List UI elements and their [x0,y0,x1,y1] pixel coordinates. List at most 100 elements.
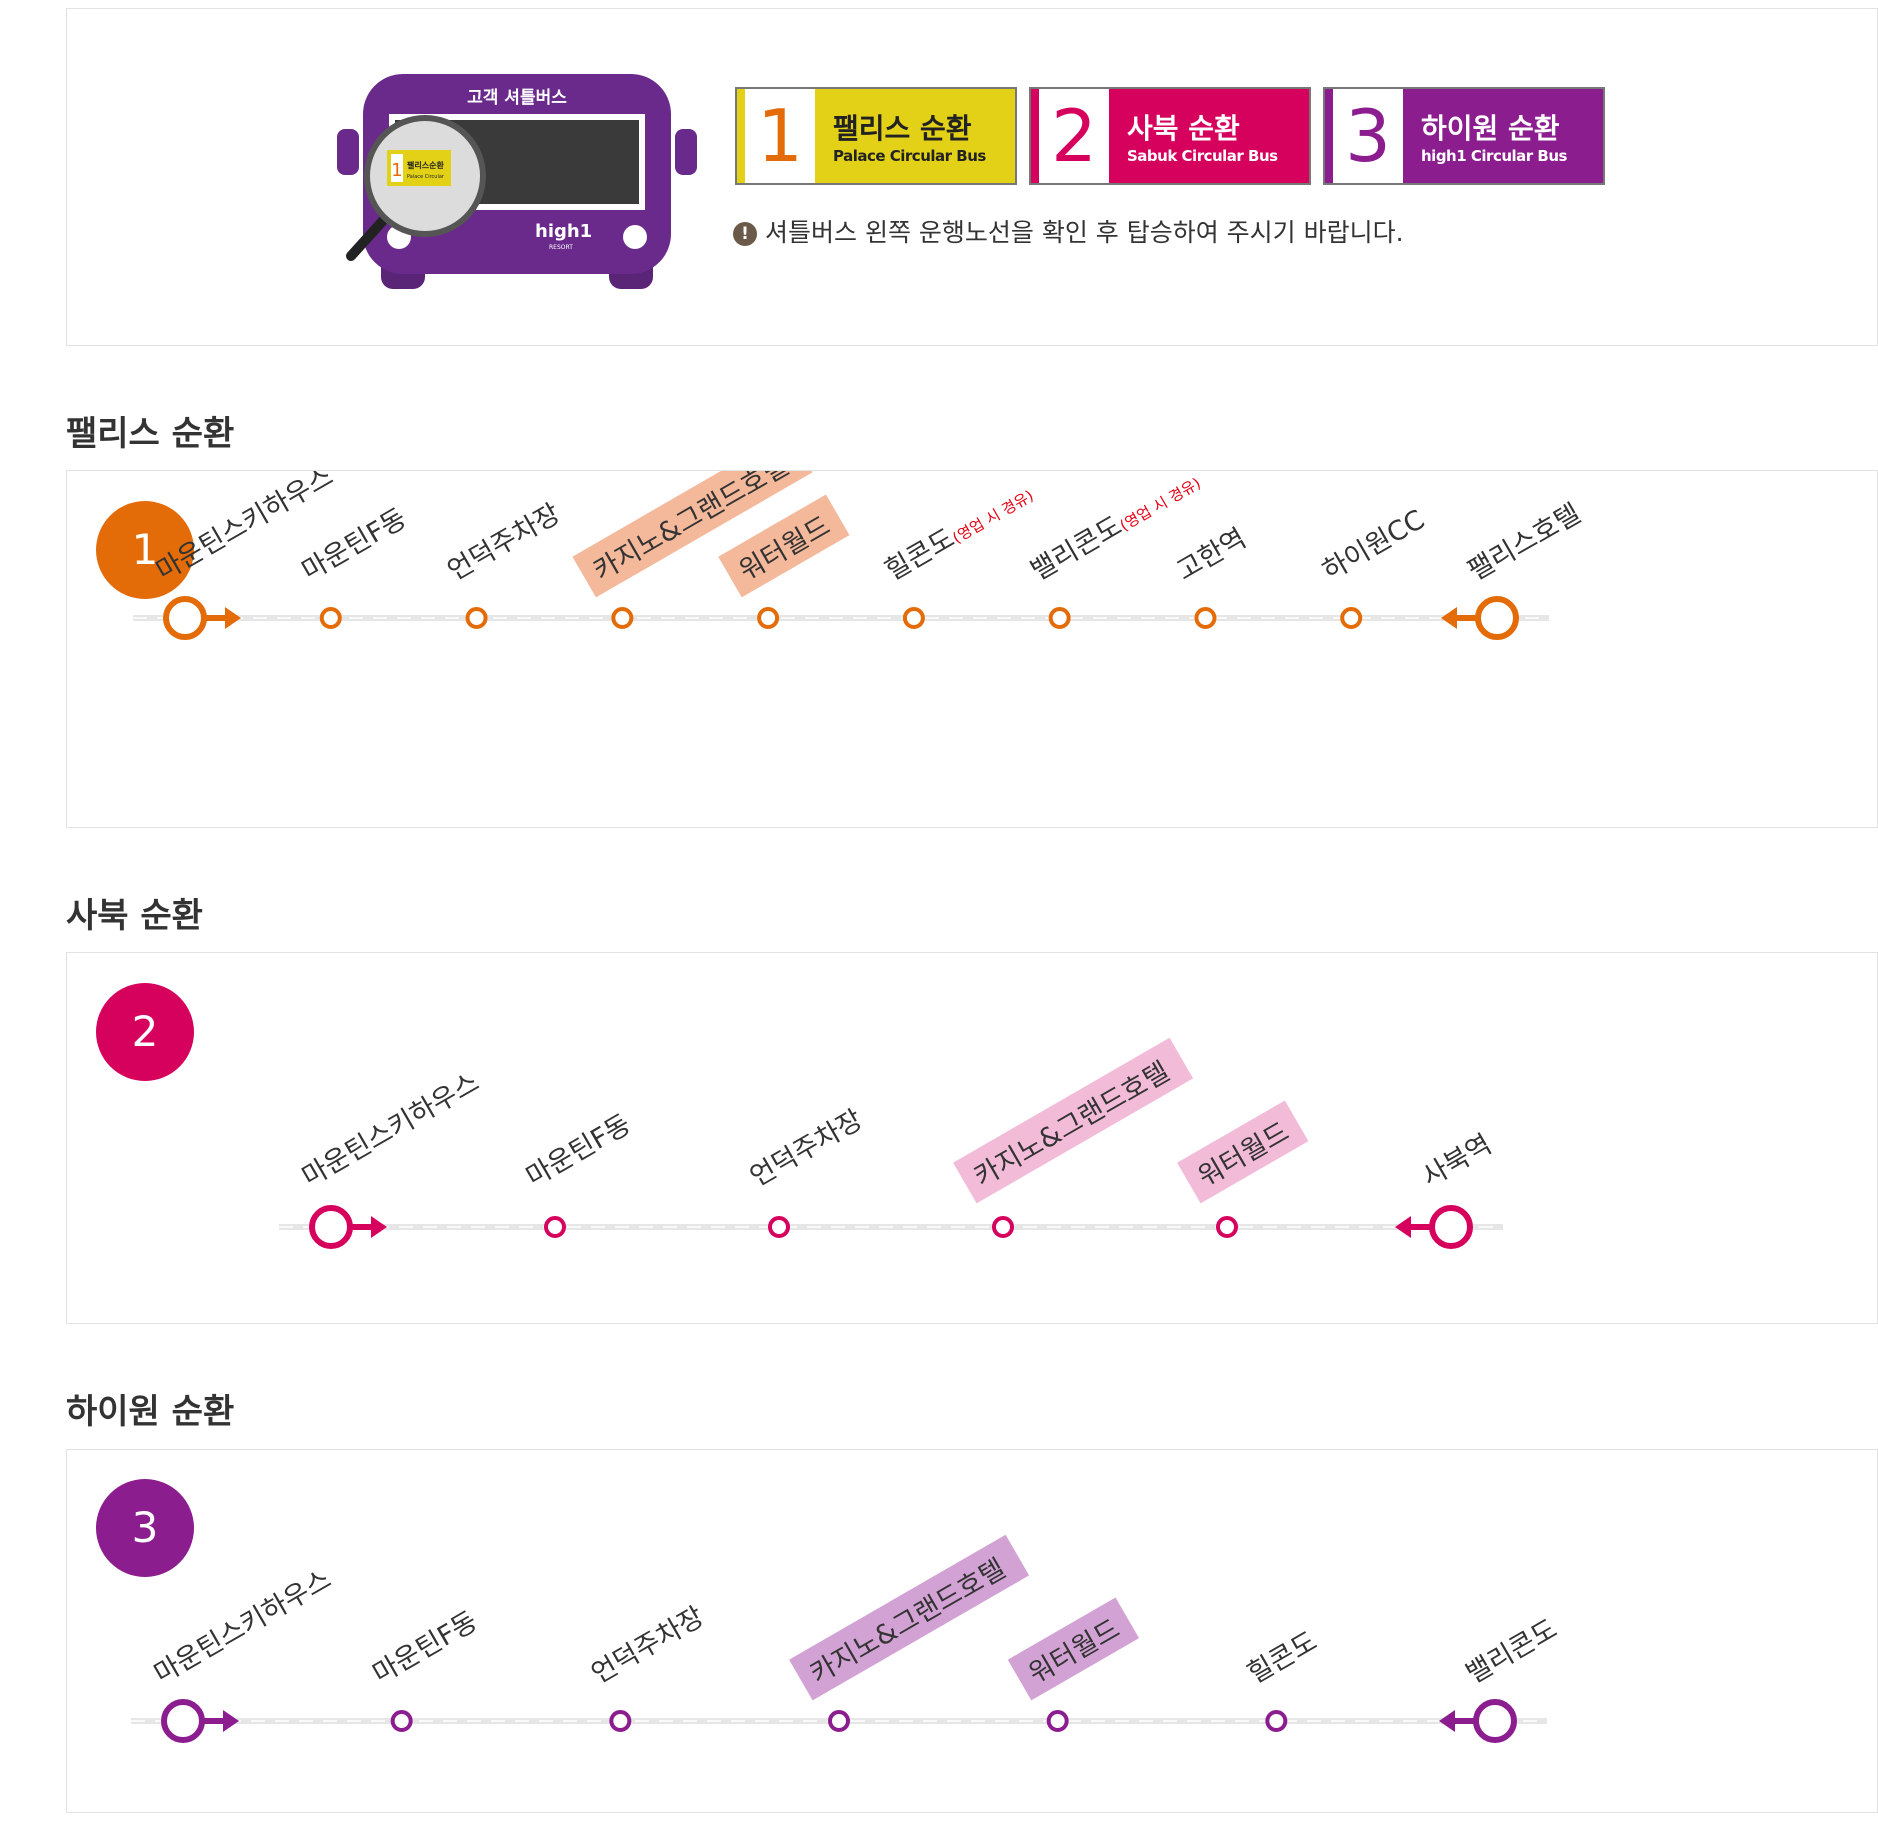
stop-name: 팰리스호텔 [1463,498,1586,587]
stop-highlight [953,1037,1194,1204]
legend-palace-circular: 1 팰리스 순환 Palace Circular Bus [735,87,1017,185]
direction-arrow-icon [1439,1710,1455,1732]
stop-name: 사북역 [1417,1129,1497,1193]
stop-label-group: 워터월드 [1177,1100,1309,1204]
stop-label-group: 팰리스호텔 [1463,498,1586,587]
stop-marker [1265,1710,1288,1732]
stop-marker [544,1216,566,1238]
stop-2: 마운틴F동 [297,503,412,629]
legend-title-en: Sabuk Circular Bus [1127,147,1278,165]
origin-stop-marker [163,596,207,640]
section-title-palace: 팰리스 순환 [66,414,235,454]
stop-marker [319,607,342,629]
stop-label-group: 힐콘도(영업 시 경유) [880,478,1038,587]
legend-high1-circular: 3 하이원 순환 high1 Circular Bus [1323,87,1605,185]
legend-number: 1 [745,89,815,183]
origin-stop-marker [161,1699,205,1743]
stop-note: (영업 시 경유) [1117,474,1204,535]
terminal-stop-marker [1429,1205,1473,1249]
stop-label-group: 마운틴F동 [297,503,412,587]
stop-5: 워터월드 [1177,1100,1309,1238]
direction-arrow-icon [223,1710,239,1732]
stop-9: 하이원CC [1317,504,1430,629]
direction-arrow-icon [225,607,241,629]
stop-marker [1216,1216,1238,1238]
stop-label-group: 워터월드 [1007,1597,1140,1701]
legend-title-en: high1 Circular Bus [1421,147,1567,165]
bus-brand: high1 [535,221,592,242]
stop-marker [611,607,634,629]
stop-label-group: 언덕주차장 [586,1601,709,1690]
bus-plate-text: 팰리스순환 [407,160,444,170]
stop-label-group: 마운틴스키하우스 [149,1564,337,1690]
stop-3: 언덕주차장 [586,1601,709,1732]
stop-label-group: 언덕주차장 [745,1104,868,1193]
legend-number: 3 [1333,89,1403,183]
route-number-badge: 1 [96,501,194,599]
stop-1: 마운틴스키하우스 [149,1564,337,1743]
shuttle-overview-panel: 고객 셔틀버스 high1 RESORT 1 팰리스순환 Palace Circ… [66,8,1878,346]
bus-plate-sub: Palace Circular [407,174,445,180]
stop-marker [1340,607,1363,629]
stop-name: 카지노&그랜드호텔 [969,1056,1175,1193]
direction-arrow-icon [1441,607,1457,629]
stop-marker [757,607,780,629]
stop-name: 마운틴F동 [297,503,412,587]
stop-label-group: 고한역 [1171,523,1251,587]
legend-sabuk-circular: 2 사북 순환 Sabuk Circular Bus [1029,87,1311,185]
section-title-sabuk: 사북 순환 [66,896,203,936]
stop-label-group: 밸리콘도 [1461,1614,1563,1691]
bus-brand-sub: RESORT [549,244,573,251]
stop-highlight [718,494,850,598]
stop-label-group: 사북역 [1417,1129,1497,1193]
stop-name: 마운틴스키하우스 [149,1564,337,1690]
stop-name: 카지노&그랜드호텔 [805,1553,1011,1690]
stop-label-group: 하이원CC [1317,504,1430,587]
stop-marker [992,1216,1014,1238]
stop-marker [828,1710,850,1732]
stop-name: 마운틴F동 [521,1109,636,1193]
stop-3: 언덕주차장 [745,1104,868,1238]
bus-sign-text: 고객 셔틀버스 [467,88,567,108]
legend-title-ko: 하이원 순환 [1421,112,1560,145]
stop-2: 마운틴F동 [368,1606,483,1732]
svg-text:1: 1 [391,160,402,181]
stop-name: 힐콘도(영업 시 경유) [880,478,1038,587]
stop-marker [465,607,488,629]
stop-5: 워터월드 [1007,1597,1140,1732]
route-number-badge: 2 [96,983,194,1081]
stop-marker [902,607,925,629]
stop-1: 마운틴스키하우스 [297,1067,485,1249]
direction-arrow-icon [1395,1216,1411,1238]
notice-text: 셔틀버스 왼쪽 운행노선을 확인 후 탑승하여 주시기 바랍니다. [765,218,1404,247]
terminal-stop-marker [1475,596,1519,640]
stop-6: 힐콘도 [1242,1626,1322,1732]
stop-label-group: 힐콘도 [1242,1626,1322,1690]
stop-name: 언덕주차장 [586,1601,709,1690]
stop-highlight [1177,1100,1309,1204]
stop-marker [1048,607,1071,629]
stop-note: (영업 시 경유) [949,486,1036,547]
stop-name: 언덕주차장 [443,498,566,587]
terminal-stop-marker [1473,1699,1517,1743]
stop-name: 고한역 [1171,523,1251,587]
legend-title-ko: 팰리스 순환 [833,112,972,145]
stop-label-group: 카지노&그랜드호텔 [789,1534,1030,1701]
shuttle-bus-illustration: 고객 셔틀버스 high1 RESORT 1 팰리스순환 Palace Circ… [337,74,697,289]
stop-highlight [572,471,813,598]
direction-arrow-icon [371,1216,387,1238]
stop-3: 언덕주차장 [443,498,566,629]
stop-2: 마운틴F동 [521,1109,636,1238]
section-title-high1: 하이원 순환 [66,1392,235,1432]
stop-highlight [1007,1597,1140,1701]
exclamation-icon: ! [733,222,757,246]
stop-highlight [789,1534,1030,1701]
stop-name: 마운틴F동 [368,1606,483,1690]
stop-label-group: 언덕주차장 [443,498,566,587]
